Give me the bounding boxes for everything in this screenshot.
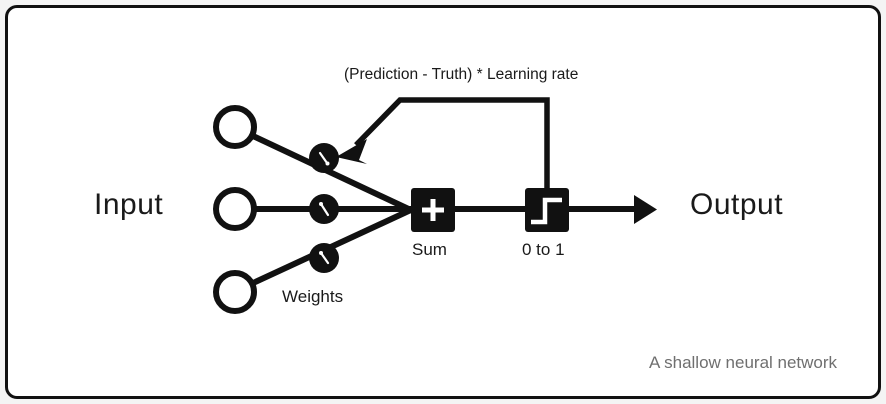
weight-dial-hub-icon <box>319 251 323 255</box>
weight-node-1 <box>309 143 339 173</box>
input-label: Input <box>94 188 164 221</box>
update-formula-label: (Prediction - Truth) * Learning rate <box>344 66 579 83</box>
feedback-arrowhead-icon <box>336 139 367 164</box>
input-node-group <box>213 105 257 314</box>
plus-icon <box>422 199 444 221</box>
feedback-line <box>354 97 550 200</box>
output-arrow <box>567 195 657 224</box>
activation-block <box>525 188 569 232</box>
sum-label: Sum <box>412 240 447 259</box>
sum-block <box>411 188 455 232</box>
edge-input1-to-sum <box>249 132 417 215</box>
weight-node-2 <box>309 194 339 224</box>
activation-range-label: 0 to 1 <box>522 240 565 259</box>
weight-node-3 <box>309 243 339 273</box>
step-function-icon <box>531 197 562 225</box>
weight-node-group <box>309 143 339 273</box>
input-node-2 <box>213 187 257 231</box>
output-label: Output <box>690 188 784 221</box>
input-node-1 <box>213 105 257 149</box>
input-node-3 <box>213 270 257 314</box>
output-arrowhead-icon <box>634 195 657 224</box>
feedback-path <box>354 97 550 200</box>
figure-caption: A shallow neural network <box>649 353 838 372</box>
weight-dial-pointer-icon <box>319 251 330 265</box>
weight-dial-pointer-icon <box>318 151 329 165</box>
weight-dial-pointer-icon <box>319 202 330 217</box>
weights-label: Weights <box>282 287 344 306</box>
weight-dial-hub-icon <box>319 202 323 206</box>
weight-dial-hub-icon <box>325 161 330 166</box>
